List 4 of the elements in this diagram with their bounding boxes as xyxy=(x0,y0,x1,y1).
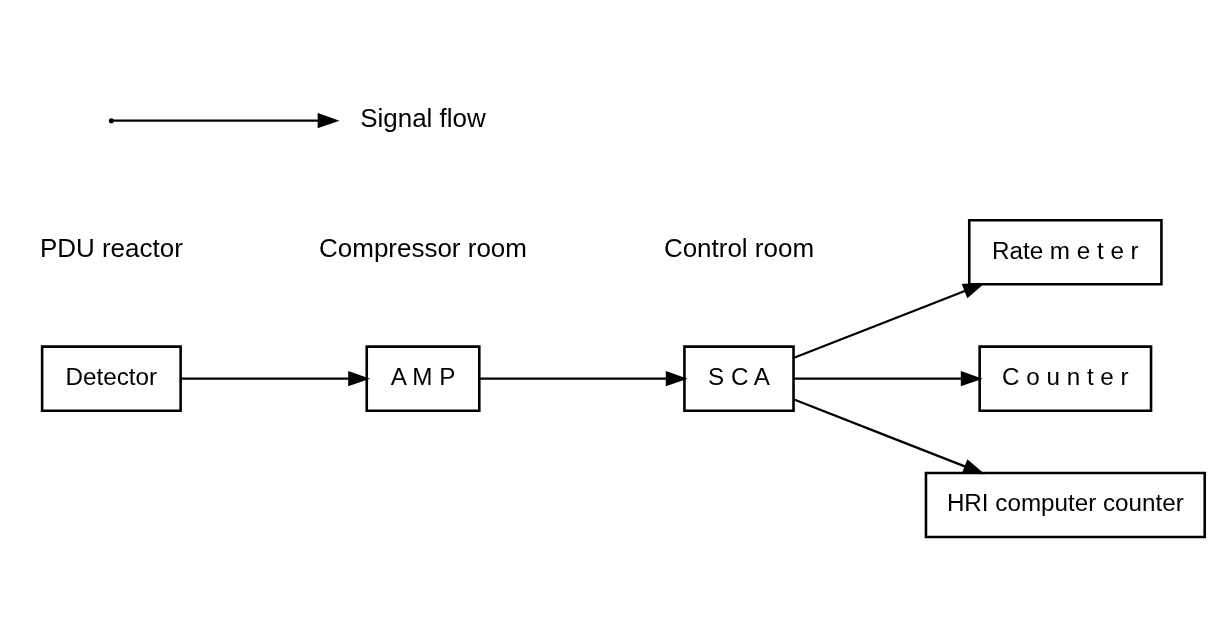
label: Compressor room xyxy=(319,232,527,263)
label: PDU reactor xyxy=(39,232,183,263)
legend-label: Signal flow xyxy=(360,102,486,133)
label: Control room xyxy=(663,232,815,263)
